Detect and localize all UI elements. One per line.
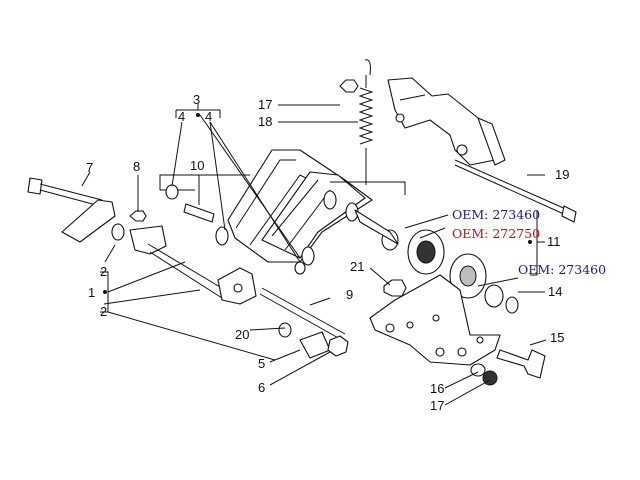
callout-11: 11 — [547, 234, 561, 249]
callout-4-left: 4 — [178, 109, 185, 124]
callout-2-top: 2 — [100, 264, 107, 279]
callout-20: 20 — [235, 327, 249, 342]
bracket-dot — [103, 290, 107, 294]
group-dot-11 — [528, 240, 532, 244]
upper-bracket — [387, 77, 506, 166]
nut-8 — [129, 210, 147, 222]
callout-2-bottom: 2 — [100, 304, 107, 319]
callout-15: 15 — [550, 330, 564, 345]
callout-6: 6 — [258, 380, 265, 395]
callout-21: 21 — [350, 259, 364, 274]
bush-20 — [278, 322, 292, 338]
pin-10 — [183, 203, 215, 223]
swing-arm — [159, 149, 406, 266]
callout-17: 17 — [258, 97, 272, 112]
callout-18: 18 — [258, 114, 272, 129]
callout-1: 1 — [88, 285, 95, 300]
group-dot — [196, 113, 200, 117]
shaft-1 — [129, 225, 257, 305]
bolt-7 — [27, 177, 103, 207]
oem-label-c: OEM: 273460 — [518, 262, 606, 277]
callout-10: 10 — [190, 158, 204, 173]
callout-14: 14 — [548, 284, 562, 299]
callout-7: 7 — [86, 160, 93, 175]
plate-left — [61, 199, 116, 243]
washer-16 — [470, 363, 486, 377]
callout-17-bottom: 17 — [430, 398, 444, 413]
callout-4-right: 4 — [205, 109, 212, 124]
pin-4-left — [165, 184, 179, 200]
nut-6 — [327, 335, 349, 357]
silent-block-11 — [354, 209, 519, 314]
callout-3: 3 — [193, 92, 200, 107]
nut-17-top — [339, 79, 359, 93]
bush-left — [111, 223, 125, 241]
callout-5: 5 — [258, 356, 265, 371]
bolt-9 — [259, 287, 346, 341]
pin-4-right — [294, 261, 306, 275]
oem-label-a: OEM: 273460 — [452, 207, 540, 222]
bolt-15 — [496, 349, 546, 379]
oem-label-b: OEM: 272750 — [452, 226, 540, 241]
callout-8: 8 — [133, 159, 140, 174]
callout-19: 19 — [555, 167, 569, 182]
spring-18 — [358, 59, 374, 185]
bolt-19 — [454, 159, 577, 223]
callout-16: 16 — [430, 381, 444, 396]
leader-lines — [81, 104, 547, 406]
callout-9: 9 — [346, 287, 353, 302]
lower-bracket — [369, 274, 501, 366]
